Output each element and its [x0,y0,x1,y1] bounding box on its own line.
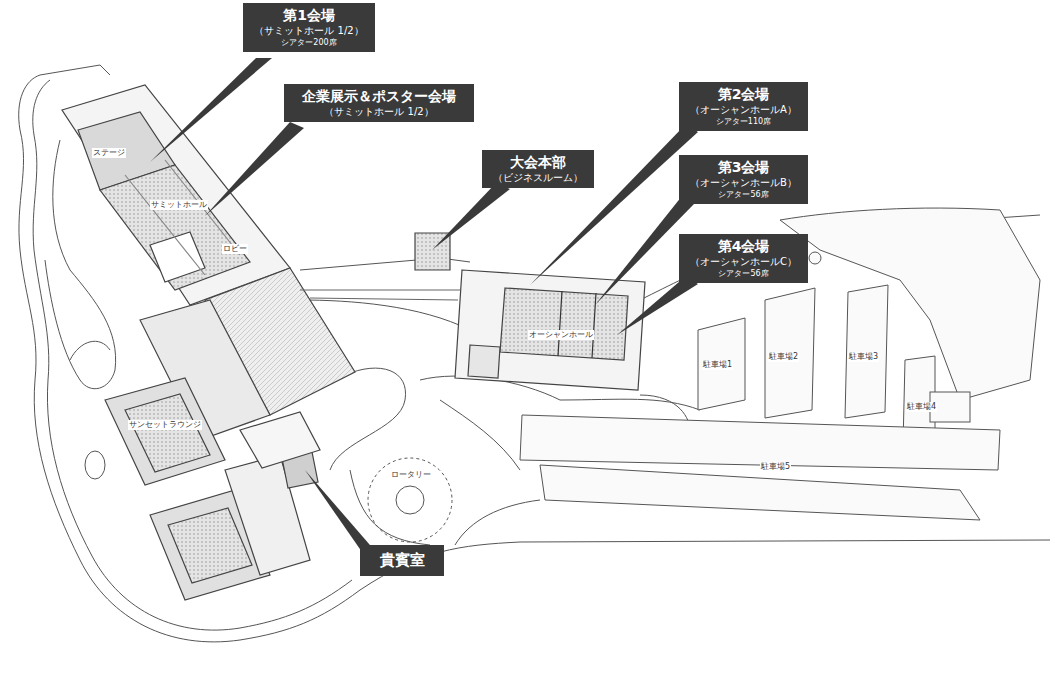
venue-detail: （オーシャンホールA） [689,103,798,116]
ocean-hall [300,233,645,390]
room-label: サミットホール [150,200,208,210]
venue-name: 第4会場 [689,237,798,255]
venue-detail: （サミットホール 1/2） [294,105,464,118]
callout-box: 大会本部（ビジネスルーム） [482,150,594,188]
venue-name: 第2会場 [689,85,798,103]
leader-wedge [150,58,698,552]
callout-box: 第1会場（サミットホール 1/2）シアター200席 [243,3,375,52]
callout-box: 貴賓室 [360,545,444,576]
venue-name: 貴賓室 [370,548,434,572]
venue-detail: （オーシャンホールC） [689,255,798,268]
room-label: 駐車場1 [702,360,733,370]
venue-detail: （ビジネスルーム） [492,171,584,184]
venue-detail: シアター56席 [689,189,798,200]
site-outline [19,65,1050,642]
room-label: 駐車場5 [760,462,791,472]
room-label: サンセットラウンジ [128,420,202,430]
venue-detail: （サミットホール 1/2） [253,24,365,37]
venue-detail: （オーシャンホールB） [689,176,798,189]
callout-box: 第4会場（オーシャンホールC）シアター56席 [679,234,808,283]
callout-box: 第3会場（オーシャンホールB）シアター56席 [679,155,808,204]
venue-detail: シアター110席 [689,116,798,127]
venue-detail: シアター56席 [689,268,798,279]
venue-name: 第1会場 [253,6,365,24]
room-label: 駐車場2 [768,352,799,362]
callout-box: 第2会場（オーシャンホールA）シアター110席 [679,82,808,131]
venue-detail: シアター200席 [253,37,365,48]
summit-hall [62,85,355,600]
parking [520,208,1040,520]
room-label: オーシャンホール [528,330,594,340]
room-label: 駐車場3 [848,352,879,362]
room-label: ロータリー [390,470,432,480]
venue-name: 第3会場 [689,158,798,176]
room-label: ステージ [92,148,126,158]
room-label: 駐車場4 [906,402,937,412]
venue-name: 企業展示＆ポスター会場 [294,87,464,105]
callout-box: 企業展示＆ポスター会場（サミットホール 1/2） [284,84,474,122]
room-label: ロビー [222,244,248,254]
venue-name: 大会本部 [492,153,584,171]
